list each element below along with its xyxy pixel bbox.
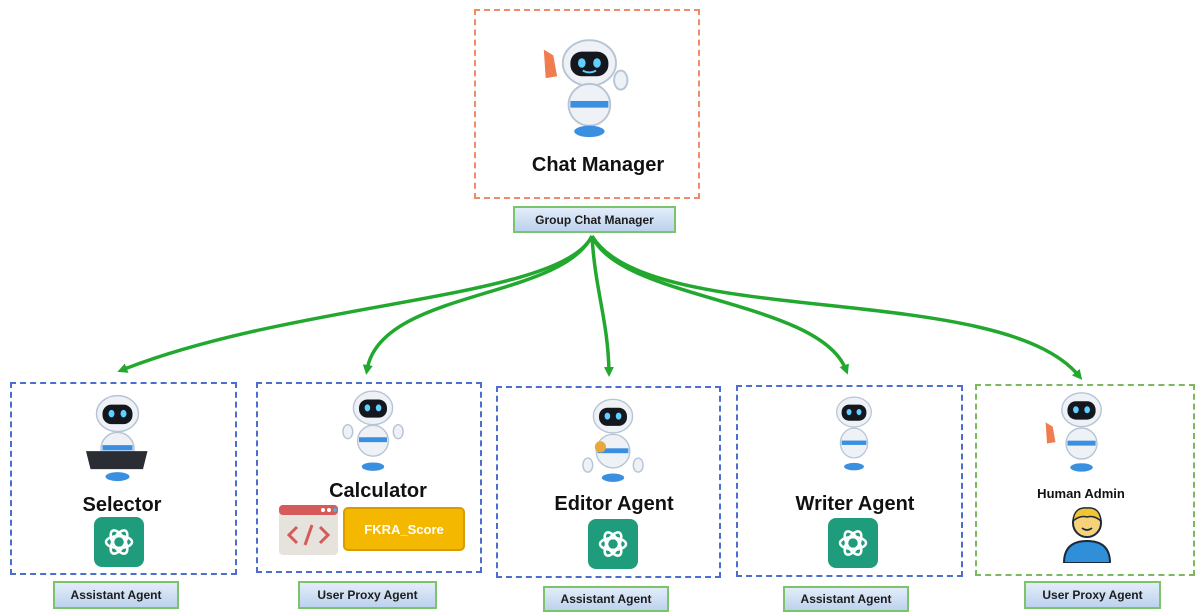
calculator-box [256, 382, 482, 573]
editor-agent-title: Editor Agent [554, 493, 674, 515]
arrow-to-writer [590, 235, 849, 375]
calculator-title: Calculator [329, 480, 427, 502]
writer-agent-title: Writer Agent [795, 493, 915, 515]
robot-icon [543, 39, 629, 138]
robot-icon [342, 390, 404, 471]
fkra-score-badge: FKRA_Score [343, 507, 465, 551]
arrow-to-human [590, 235, 1083, 380]
robot-icon [836, 396, 872, 471]
person-icon [1062, 507, 1112, 563]
selector-title: Selector [82, 494, 162, 516]
arrow-to-editor [590, 235, 614, 377]
editor-agent-box [496, 386, 721, 578]
manager-title: Chat Manager [531, 154, 665, 176]
chatgpt-icon [828, 518, 878, 568]
human-admin-box [975, 384, 1195, 576]
chat-manager-box [474, 9, 700, 199]
robot-icon [86, 394, 148, 482]
arrow-to-selector [117, 235, 594, 373]
human-admin-title: Human Admin [1037, 486, 1125, 501]
editor-agent-tag: Assistant Agent [543, 586, 669, 612]
code-window-icon [279, 505, 338, 555]
robot-icon [582, 398, 644, 482]
group-chat-manager-tag: Group Chat Manager [513, 206, 676, 233]
fkra-score-label: FKRA_Score [364, 521, 444, 537]
selector-tag: Assistant Agent [53, 581, 179, 609]
human-admin-tag: User Proxy Agent [1024, 581, 1161, 609]
arrow-to-calculator [362, 235, 594, 375]
robot-icon [1045, 392, 1102, 472]
writer-agent-tag: Assistant Agent [783, 586, 909, 612]
chatgpt-icon [588, 519, 638, 569]
chatgpt-icon [94, 517, 144, 567]
calculator-tag: User Proxy Agent [298, 581, 437, 609]
selector-box [10, 382, 237, 575]
writer-agent-box [736, 385, 963, 577]
